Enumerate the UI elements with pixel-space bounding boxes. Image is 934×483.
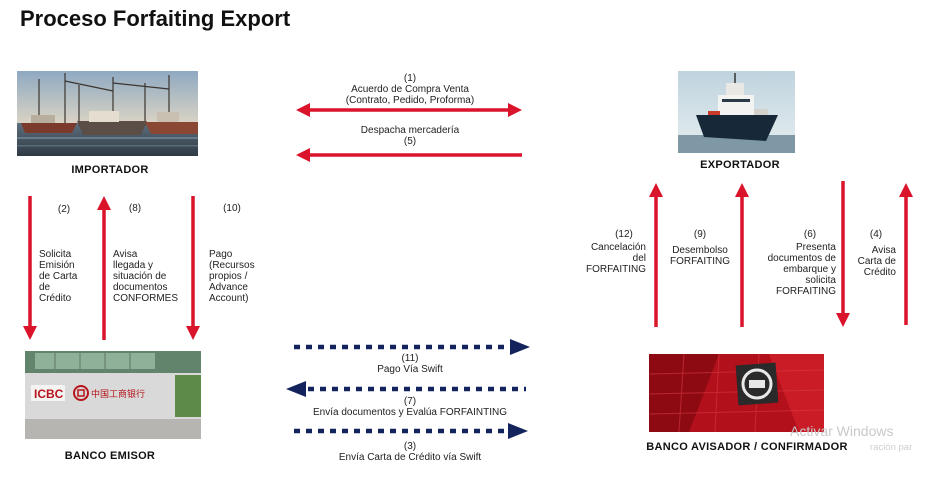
importador-label: IMPORTADOR (71, 164, 149, 176)
step-8-number: (8) (128, 203, 142, 214)
flow-7-text: Envía documentos y Evalúa FORFAINTING (313, 407, 507, 418)
step-12-number: (12) (615, 229, 633, 240)
flow-11-text: Pago Vía Swift (377, 364, 443, 375)
banco-avisador-photo (649, 354, 824, 432)
flow-3-text: Envía Carta de Crédito vía Swift (338, 452, 482, 463)
step-8-text: Avisa llegada y situación de documentos … (113, 249, 178, 304)
flow-5-label: Despacha mercadería (5) (320, 125, 500, 147)
arrow-10-down (186, 196, 200, 340)
step-4-number: (4) (869, 229, 883, 240)
arrow-5-left (296, 148, 522, 162)
arrow-11-right (294, 339, 530, 355)
banco-emisor-label: BANCO EMISOR (64, 450, 156, 462)
arrow-12-up (649, 183, 663, 327)
arrow-6-down (836, 181, 850, 327)
step-6-text: Presenta documentos de embarque y solici… (767, 242, 836, 297)
exportador-photo (678, 71, 795, 153)
arrow-1-double (296, 103, 522, 117)
step-9-number: (9) (693, 229, 707, 240)
flow-1-line2: (Contrato, Pedido, Proforma) (345, 95, 475, 106)
icbc-chinese-sign: 中国工商银行 (91, 388, 145, 400)
arrow-3-right (294, 423, 528, 439)
exportador-label: EXPORTADOR (700, 159, 780, 171)
step-2-text: Solicita Emisión de Carta de Crédito (39, 249, 78, 304)
flow-11-number: (11) (401, 353, 419, 364)
page-title: Proceso Forfaiting Export (20, 6, 291, 31)
arrow-9-up (735, 183, 749, 327)
activation-watermark-sub: ración par (870, 442, 913, 453)
flow-1-line1: Acuerdo de Compra Venta (351, 84, 469, 95)
flow-5-line1: Despacha mercadería (360, 125, 460, 136)
flow-1-label: (1) Acuerdo de Compra Venta (Contrato, P… (320, 73, 500, 106)
flow-5-number: (5) (403, 136, 417, 147)
step-6-number: (6) (803, 229, 817, 240)
arrow-2-down (23, 196, 37, 340)
flow-3-label: (3) Envía Carta de Crédito vía Swift (290, 441, 530, 463)
importador-photo (17, 71, 198, 156)
flow-11-label: (11) Pago Vía Swift (300, 353, 520, 375)
step-10-text: Pago (Recursos propios / Advance Account… (209, 249, 255, 304)
step-12-text: Cancelación del FORFAITING (586, 242, 646, 275)
step-4-text: Avisa Carta de Crédito (857, 245, 896, 278)
flow-3-number: (3) (403, 441, 417, 452)
arrow-4-up (899, 183, 913, 325)
banco-emisor-photo: ICBC 中国工商银行 (25, 351, 201, 439)
step-2-number: (2) (57, 204, 71, 215)
activation-watermark: Activar Windows (790, 423, 894, 439)
arrow-7-left (286, 381, 526, 397)
flow-7-label: (7) Envía documentos y Evalúa FORFAINTIN… (290, 396, 530, 418)
icbc-sign: ICBC (34, 387, 64, 401)
banco-avisador-label: BANCO AVISADOR / CONFIRMADOR (646, 441, 848, 453)
flow-1-number: (1) (403, 73, 417, 84)
step-9-text: Desembolso FORFAITING (670, 245, 730, 267)
step-10-number: (10) (223, 203, 241, 214)
arrow-8-up (97, 196, 111, 340)
flow-7-number: (7) (403, 396, 417, 407)
